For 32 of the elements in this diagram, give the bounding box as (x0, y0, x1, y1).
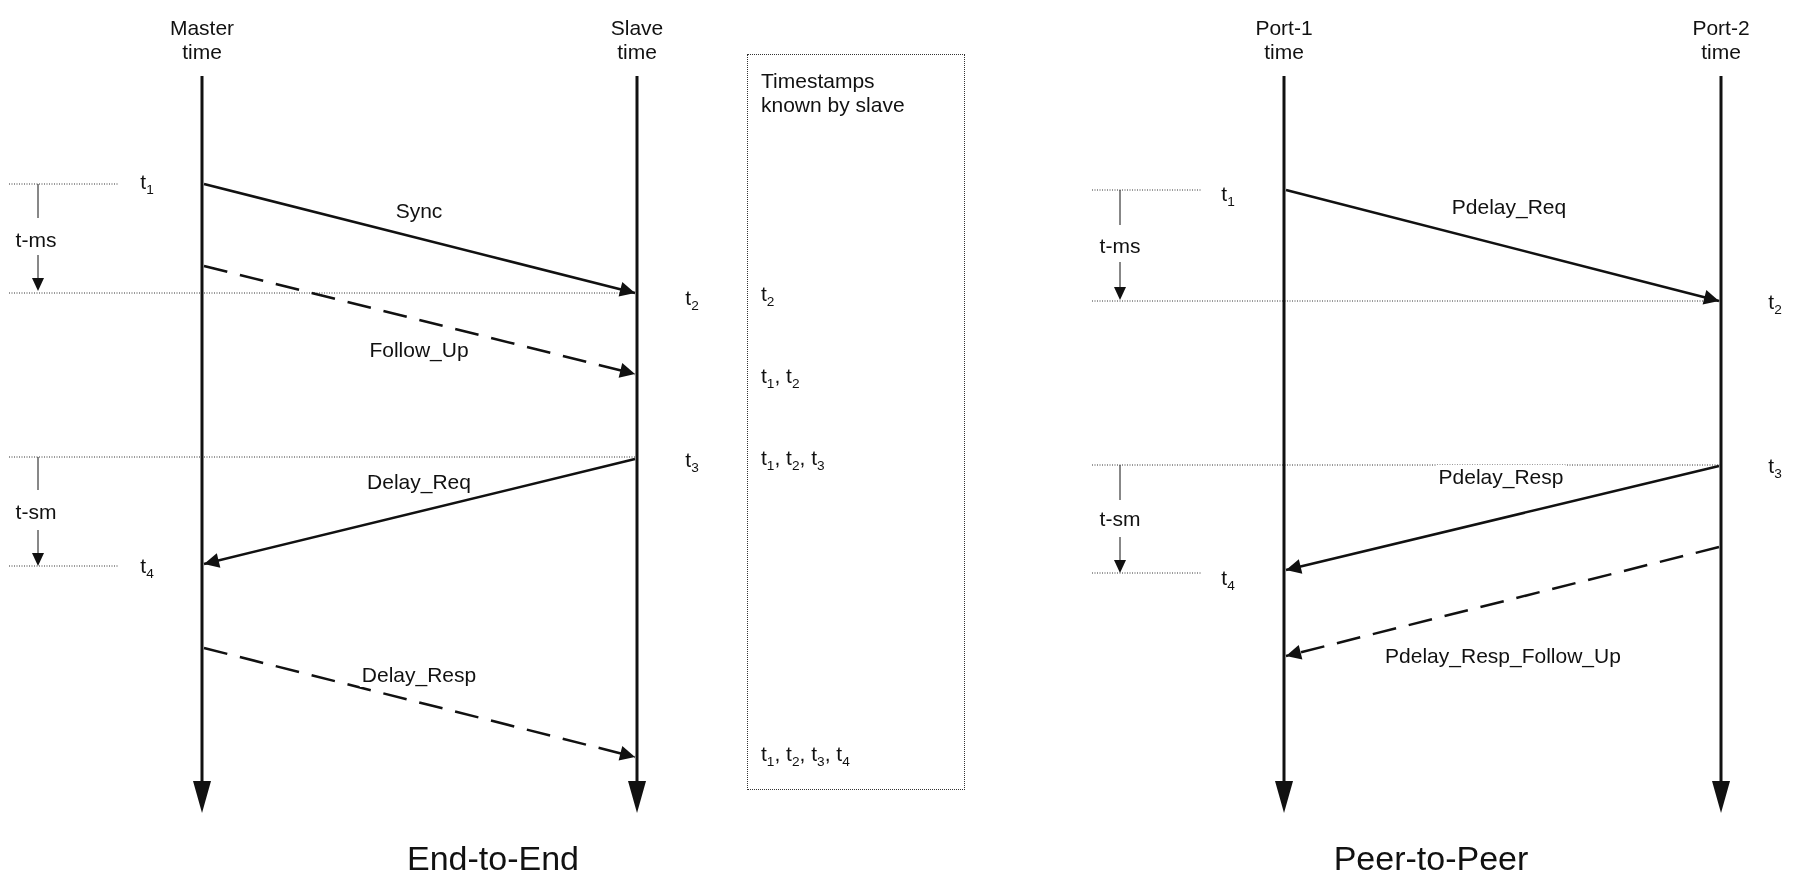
message-label: Pdelay_Resp (1436, 465, 1566, 489)
time-label: t$_{1}$ (1221, 181, 1235, 212)
lifeline-title: Port-1 time (1254, 16, 1314, 64)
time-label: t$_{4}$ (1221, 565, 1235, 596)
time-label: t-sm (1099, 507, 1141, 531)
box-heading: Timestamps known by slave (761, 69, 906, 117)
time-label: t$_{2}$ (1768, 289, 1782, 320)
time-label: t-sm (15, 500, 57, 524)
panel-caption: Peer-to-Peer (1333, 838, 1529, 878)
message-arrow (203, 457, 636, 568)
panel-caption: End-to-End (407, 838, 579, 878)
time-label: t$_{3}$ (685, 447, 699, 478)
time-label: t$_{1}$ (140, 169, 154, 200)
message-arrow (203, 182, 636, 297)
message-arrow (203, 646, 636, 761)
timestamp-list: t$_{1}$, t$_{2}$, t$_{3}$, t$_{4}$ (761, 742, 850, 775)
message-arrow (1285, 188, 1720, 305)
time-label: t-ms (1099, 234, 1141, 258)
time-label: t$_{3}$ (1768, 453, 1782, 484)
message-arrow (1285, 545, 1720, 660)
message-arrow (203, 264, 636, 378)
time-label: t$_{4}$ (140, 553, 154, 584)
time-label: t-ms (15, 228, 57, 252)
lifeline-title: Master time (168, 16, 236, 64)
message-arrow (1285, 464, 1720, 574)
lifeline-title: Slave time (609, 16, 665, 64)
lifeline-title: Port-2 time (1691, 16, 1751, 64)
timestamp-box (747, 54, 965, 790)
timestamp-list: t$_{2}$ (761, 282, 775, 315)
time-label: t$_{2}$ (685, 285, 699, 316)
timestamp-list: t$_{1}$, t$_{2}$ (761, 364, 800, 397)
timestamp-list: t$_{1}$, t$_{2}$, t$_{3}$ (761, 446, 825, 479)
